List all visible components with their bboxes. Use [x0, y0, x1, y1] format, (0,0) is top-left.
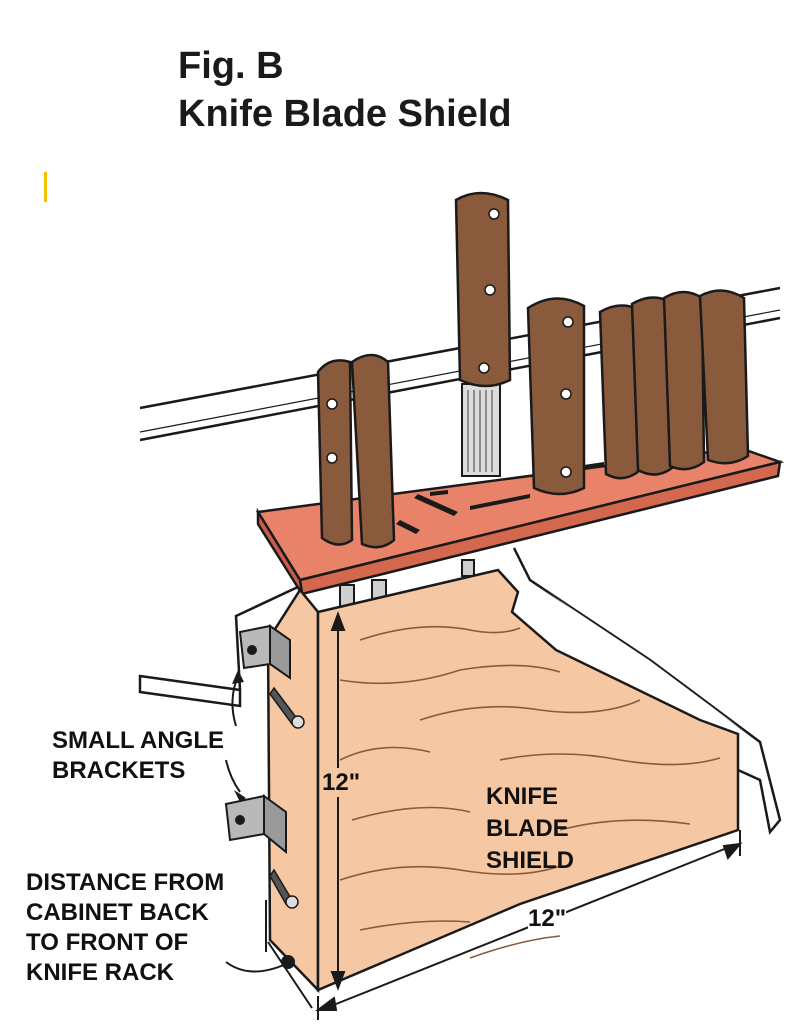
- accent-mark: [44, 172, 47, 202]
- angle-bracket-bottom: [224, 794, 287, 855]
- screws: [269, 686, 305, 909]
- label-brackets: BRACKETS: [52, 757, 186, 784]
- wood-grain: [339, 625, 721, 959]
- figure-label: Fig. B: [178, 45, 284, 87]
- label-small-angle: SMALL ANGLE: [52, 727, 224, 754]
- handle-rivets: [326, 208, 574, 478]
- height-dimension: [330, 611, 346, 991]
- height-dimension-label: 12": [322, 768, 361, 797]
- angle-bracket-top: [238, 624, 291, 680]
- label-distance-line-3: TO FRONT OF: [26, 929, 189, 956]
- label-shield-shield: SHIELD: [486, 847, 575, 874]
- knife-rack-board: [255, 446, 785, 596]
- label-distance-line-2: CABINET BACK: [26, 899, 209, 926]
- knife-handles: [316, 191, 750, 549]
- label-shield-blade: BLADE: [486, 815, 569, 842]
- shield-front-face: [316, 568, 740, 992]
- label-shield-knife: KNIFE: [486, 783, 558, 810]
- serrated-blade: [461, 383, 501, 477]
- figure-title: Knife Blade Shield: [178, 93, 512, 135]
- width-dimension-label: 12": [528, 904, 567, 933]
- distance-leader: [225, 900, 313, 1009]
- width-dimension: [315, 830, 743, 1020]
- label-distance-line-4: KNIFE RACK: [26, 959, 174, 986]
- label-distance-line-1: DISTANCE FROM: [26, 869, 225, 896]
